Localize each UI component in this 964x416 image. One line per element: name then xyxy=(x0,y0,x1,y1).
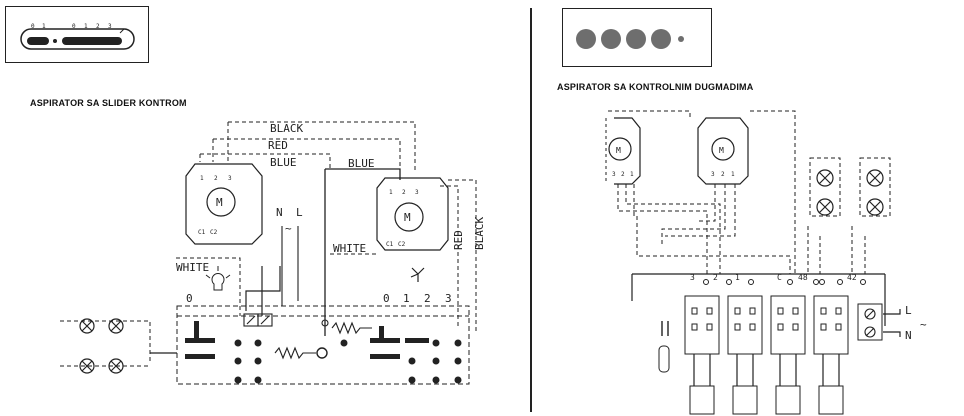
terminal-2: 2 xyxy=(713,273,718,282)
terminal-c: C xyxy=(777,273,782,282)
right-motor-pin-1: 1 xyxy=(389,189,393,196)
wire-label-blue-right: BLUE xyxy=(348,157,375,170)
power-label-n: N xyxy=(276,206,283,219)
power-label-ac: ~ xyxy=(285,222,292,235)
motor-a-pin-1: 1 xyxy=(630,171,634,178)
terminal-1: 1 xyxy=(735,273,740,282)
right-motor-pin-2: 2 xyxy=(402,189,406,196)
wire-label-black-vertical: BLACK xyxy=(473,217,486,250)
wire-label-red: RED xyxy=(268,139,288,152)
slider-scale-b-0: 0 xyxy=(72,23,76,30)
control-button-2 xyxy=(601,29,621,49)
wire-label-red-vertical: RED xyxy=(452,230,465,250)
left-motor-pin-2: 2 xyxy=(214,175,218,182)
right-motor-c1: C1 xyxy=(386,241,394,248)
left-motor-c1: C1 xyxy=(198,229,206,236)
motor-letter-right: M xyxy=(404,211,411,224)
left-motor-c2: C2 xyxy=(210,229,218,236)
power-label-l: L xyxy=(296,206,303,219)
slider-control-icon: 0 1 0 1 2 3 xyxy=(20,23,135,50)
slider-scale-a-0: 0 xyxy=(31,23,35,30)
control-button-4 xyxy=(651,29,671,49)
power-label-ac-right: ~ xyxy=(920,318,927,331)
lamp-icons xyxy=(79,318,124,374)
right-motor-a-letter: M xyxy=(616,146,621,155)
power-terminal xyxy=(864,308,876,338)
motor-a-pin-3: 3 xyxy=(612,171,616,178)
fan-position-2: 2 xyxy=(424,292,431,305)
center-divider xyxy=(530,8,532,412)
power-label-l-right: L xyxy=(905,304,912,317)
slider-switch-contacts xyxy=(185,321,462,384)
light-position-label: 0 xyxy=(186,292,193,305)
right-title: ASPIRATOR SA KONTROLNIM DUGMADIMA xyxy=(557,82,754,92)
fan-position-3: 3 xyxy=(445,292,452,305)
wire-label-black: BLACK xyxy=(270,122,303,135)
motor-b-pin-1: 1 xyxy=(731,171,735,178)
slider-control-frame: 0 1 0 1 2 3 xyxy=(5,6,149,63)
motor-b-pin-3: 3 xyxy=(711,171,715,178)
left-title: ASPIRATOR SA SLIDER KONTROM xyxy=(30,98,187,108)
control-button-3 xyxy=(626,29,646,49)
slider-scale-b-3: 3 xyxy=(108,23,112,30)
right-motor-pin-3: 3 xyxy=(415,189,419,196)
slider-scale-b-2: 2 xyxy=(96,23,100,30)
fan-position-1: 1 xyxy=(403,292,410,305)
motor-letter-left: M xyxy=(216,196,223,209)
left-motor-pin-3: 3 xyxy=(228,175,232,182)
button-wiring-diagram: M M 3 2 1 3 2 1 3 2 1 C 48 42 L N ~ xyxy=(605,110,927,415)
wire-label-blue-top: BLUE xyxy=(270,156,297,169)
right-lamp-icons xyxy=(816,169,884,216)
indicator-led xyxy=(678,36,684,42)
motor-b-pin-2: 2 xyxy=(721,171,725,178)
wire-label-white-left: WHITE xyxy=(176,261,209,274)
right-motor-b-letter: M xyxy=(719,146,724,155)
fan-position-0: 0 xyxy=(383,292,390,305)
slider-scale-a-1: 1 xyxy=(42,23,46,30)
left-motor-pin-1: 1 xyxy=(200,175,204,182)
slider-scale-b-1: 1 xyxy=(84,23,88,30)
slider-wiring-diagram: BLACK RED BLUE BLUE WHITE WHITE RED BLAC… xyxy=(60,121,486,385)
wire-label-white-right: WHITE xyxy=(333,242,366,255)
terminal-42: 42 xyxy=(847,273,857,282)
power-label-n-right: N xyxy=(905,329,912,342)
terminal-3: 3 xyxy=(690,273,695,282)
right-motor-c2: C2 xyxy=(398,241,406,248)
button-control-frame xyxy=(562,8,712,67)
motor-a-pin-2: 2 xyxy=(621,171,625,178)
terminal-48: 48 xyxy=(798,273,808,282)
control-button-1 xyxy=(576,29,596,49)
